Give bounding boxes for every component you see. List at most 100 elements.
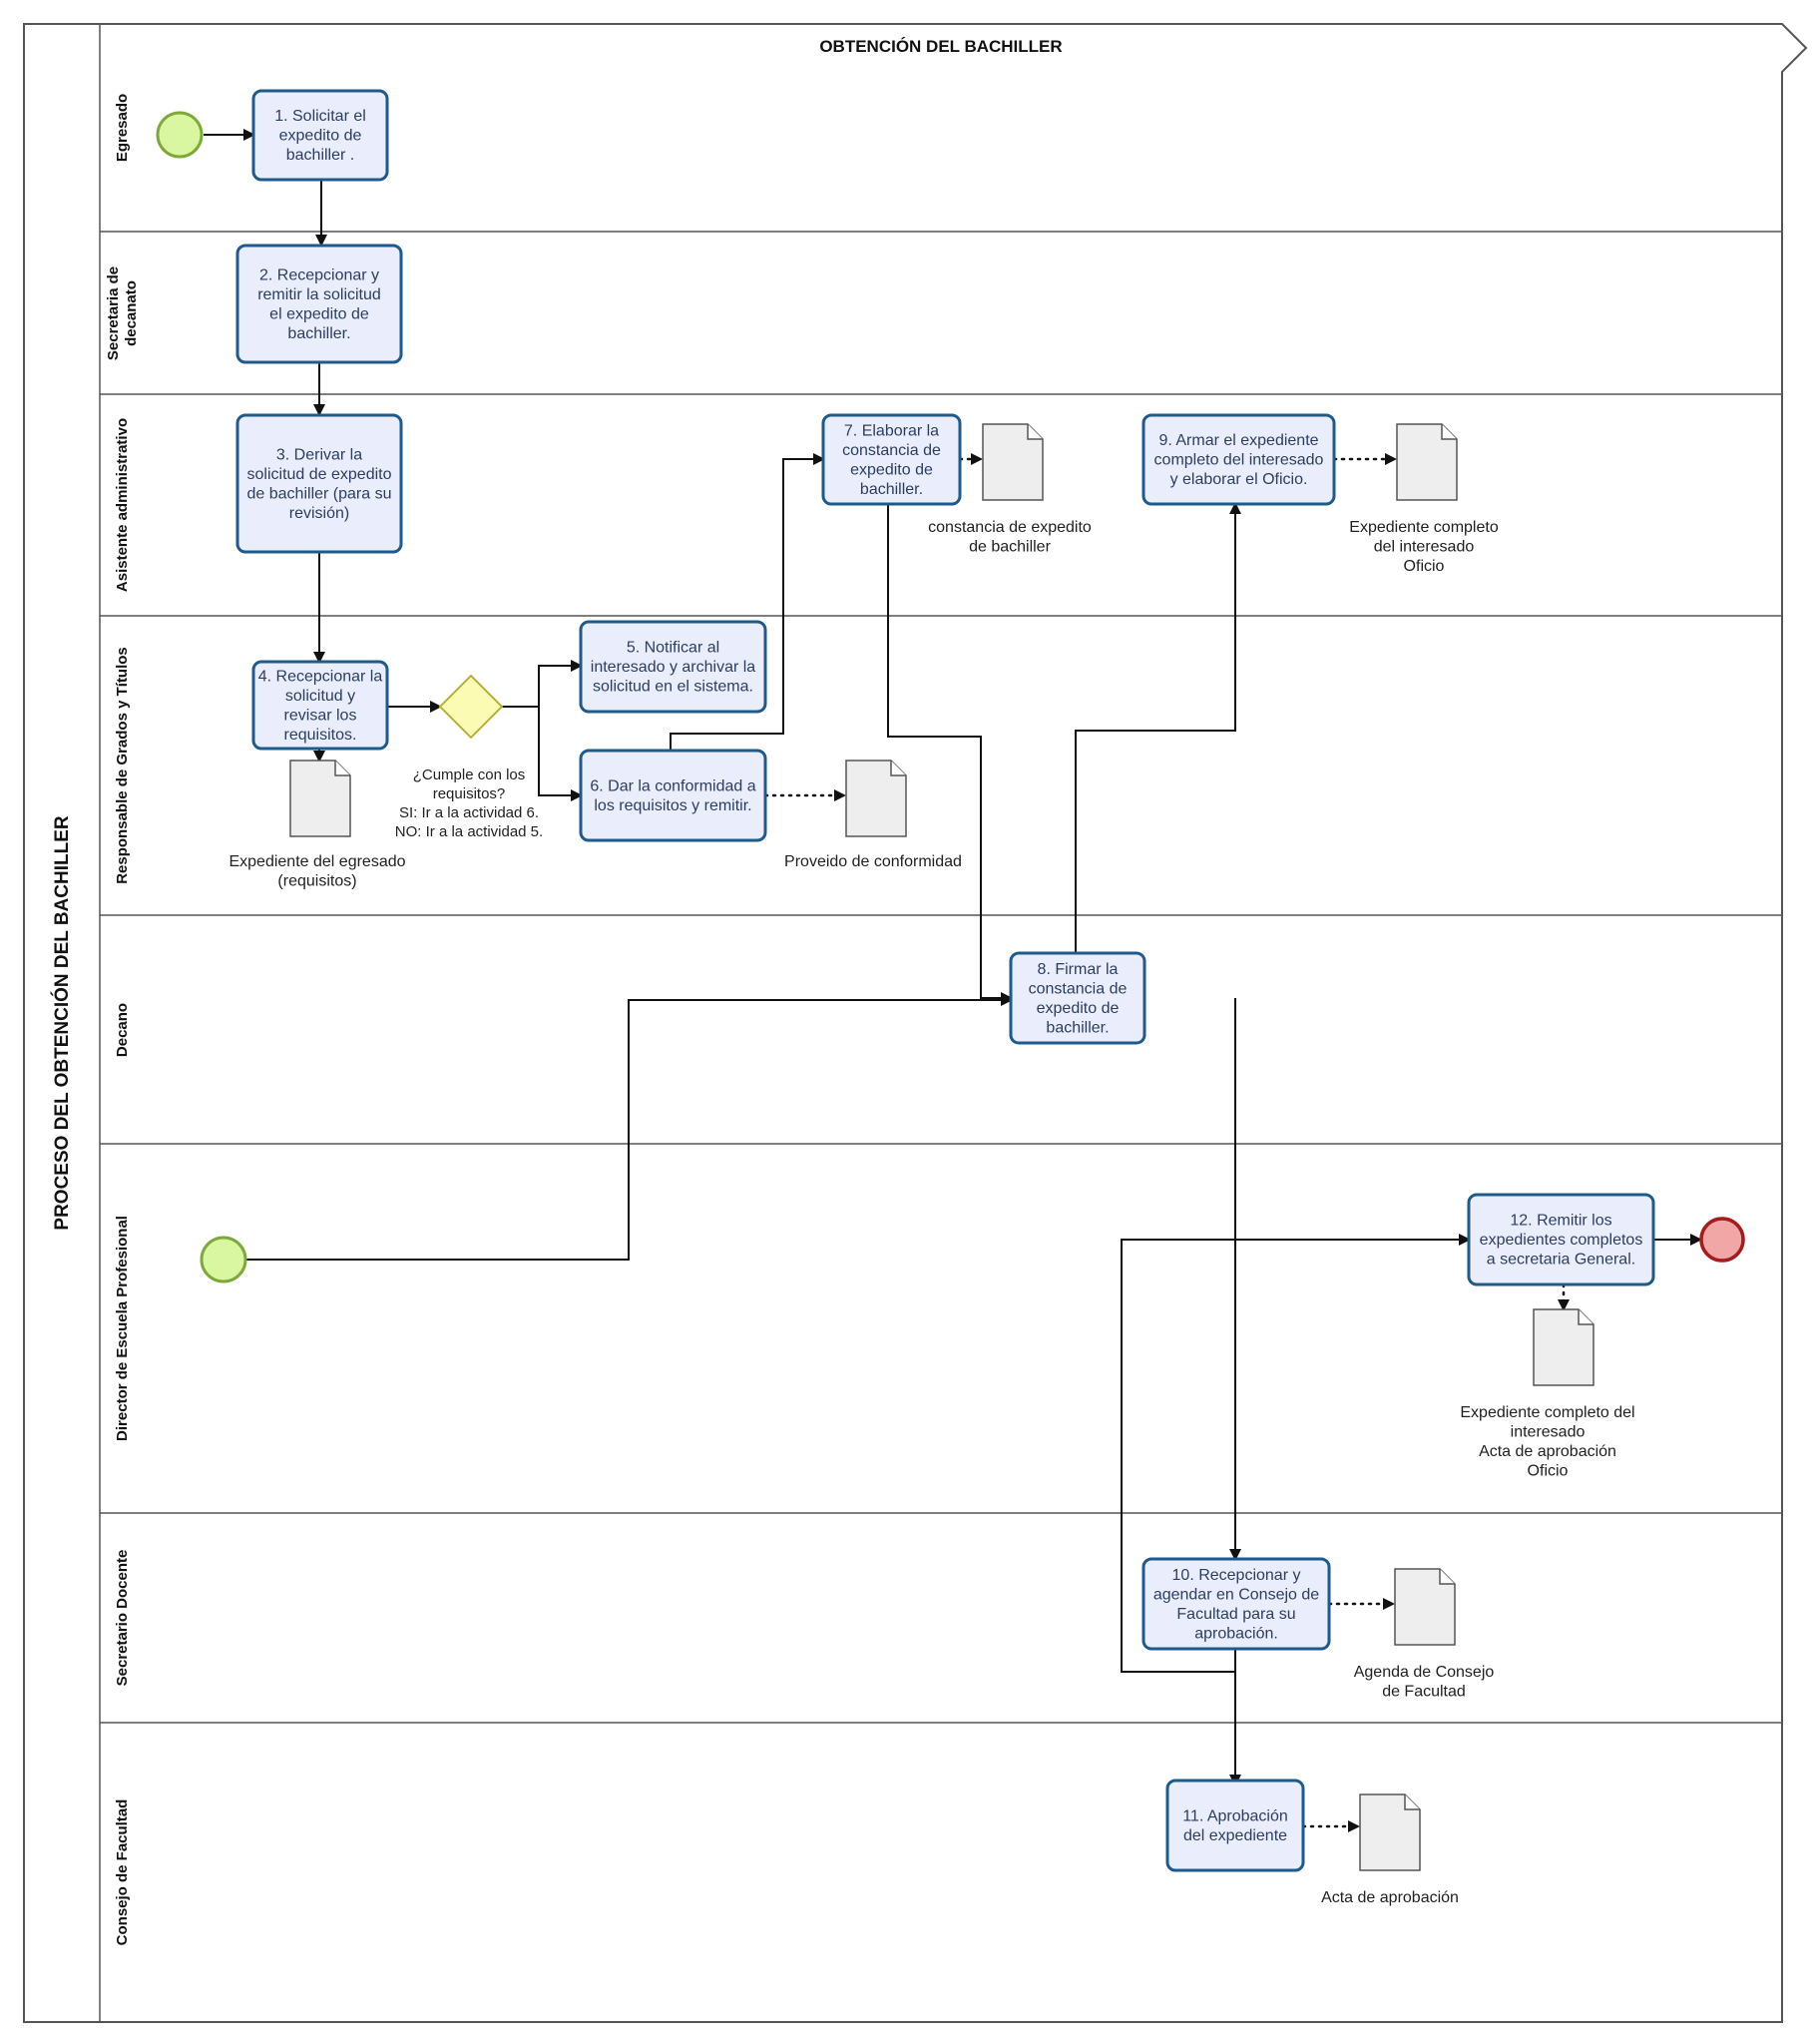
task-label: expedito de [850, 461, 933, 478]
task-label: de bachiller (para su [247, 485, 392, 502]
task-box[interactable] [1467, 1193, 1655, 1286]
flow-t7-to-t8 [887, 504, 1013, 1004]
task-label: Facultad para su [1176, 1606, 1295, 1623]
task-box[interactable] [1165, 1779, 1305, 1872]
gateway-diamond [438, 674, 504, 740]
end-event [1699, 1217, 1745, 1263]
task-label: 8. Firmar la [1038, 961, 1119, 978]
associations [313, 453, 1570, 1832]
task-label: bachiller. [287, 325, 350, 342]
task-label: solicitud en el sistema. [593, 679, 753, 696]
lane-label-secretaria: Secretaria de [105, 266, 122, 360]
task-label: solicitud de expedito [247, 466, 392, 483]
document-icon [982, 423, 1044, 501]
document-fold [1027, 424, 1043, 440]
task-box[interactable] [1009, 951, 1146, 1045]
document-fold [1439, 1569, 1455, 1585]
document-label: Acta de aprobación [1321, 1889, 1459, 1906]
start-event [156, 111, 204, 159]
document-d1: Expediente del egresado(requisitos) [228, 760, 406, 890]
document-fold [1441, 424, 1457, 440]
flow-t6-to-t7 [670, 453, 825, 751]
lane-label-director: Director de Escuela Profesional [114, 1216, 131, 1441]
document-icon [845, 760, 907, 837]
lane-label-egresado: Egresado [114, 94, 131, 162]
task-box[interactable] [235, 244, 403, 364]
task-label: 2. Recepcionar y [259, 266, 379, 283]
document-label: Expediente completo del [1460, 1404, 1634, 1421]
document-label: de Facultad [1382, 1684, 1466, 1701]
task-t10[interactable]: 10. Recepcionar y agendar en Consejo de Fa… [1141, 1557, 1331, 1651]
document-d7: Acta de aprobación [1321, 1793, 1459, 1906]
document-label: del interesado [1374, 539, 1475, 556]
diagram-title: OBTENCIÓN DEL BACHILLER [819, 37, 1062, 56]
task-label: revisión) [289, 505, 349, 522]
lane-label-consejo: Consejo de Facultad [114, 1799, 131, 1946]
pool-label: PROCESO DEL OBTENCIÓN DEL BACHILLER [51, 815, 73, 1230]
flow-gateway-to-t6 [502, 706, 583, 801]
document-fold [1404, 1794, 1420, 1810]
task-box[interactable] [251, 89, 389, 182]
task-label: 5. Notificar al [627, 640, 719, 657]
gateway-label-line: requisitos? [433, 785, 506, 802]
gateway-label-line: SI: Ir a la actividad 6. [399, 804, 539, 821]
document-fold [1578, 1309, 1593, 1325]
task-box[interactable] [1141, 1557, 1331, 1651]
document-icon [1533, 1308, 1594, 1386]
task-t11[interactable]: 11. Aprobación del expediente [1165, 1779, 1305, 1872]
document-icon [1394, 1568, 1456, 1646]
document-fold [890, 761, 906, 776]
task-t5[interactable]: 5. Notificar al interesado y archivar la s… [579, 620, 767, 714]
task-label: aprobación. [1194, 1625, 1278, 1642]
document-icon [1359, 1793, 1421, 1871]
task-label: 6. Dar la conformidad a [590, 777, 755, 794]
task-label: 3. Derivar la [276, 446, 362, 463]
document-d2: Proveido de conformidad [784, 760, 962, 870]
task-box[interactable] [235, 413, 403, 554]
document-label: Expediente completo [1349, 519, 1499, 536]
document-label: Oficio [1404, 558, 1445, 575]
gateway-label: ¿Cumple con los requisitos? SI: Ir a la ac… [395, 766, 543, 840]
documents: Expediente del egresado(requisitos) Prove… [228, 423, 1635, 1906]
task-t3[interactable]: 3. Derivar la solicitud de expedito de bac… [235, 413, 403, 554]
task-label: 11. Aprobación [1182, 1807, 1288, 1824]
task-label: constancia de [842, 442, 941, 459]
start-event-director [200, 1236, 247, 1283]
task-label: y elaborar el Oficio. [1170, 471, 1308, 488]
task-label: remitir la solicitud [257, 286, 381, 303]
task-label: del expediente [1183, 1827, 1287, 1844]
task-label: 4. Recepcionar la [258, 668, 383, 685]
task-box[interactable] [251, 660, 389, 751]
task-box[interactable] [579, 749, 767, 842]
task-t2[interactable]: 2. Recepcionar y remitir la solicitud el e… [235, 244, 403, 364]
task-label: el expedito de [269, 305, 369, 322]
flow-t8-to-t9 [1075, 502, 1241, 953]
lane-label-asistente: Asistente administrativo [114, 418, 131, 592]
task-label: 10. Recepcionar y [1172, 1567, 1301, 1584]
lane-label-responsable: Responsable de Grados y Títulos [114, 647, 131, 884]
pool-outline [23, 23, 1808, 2023]
task-label: 7. Elaborar la [844, 422, 939, 439]
task-box[interactable] [579, 620, 767, 714]
task-label: interesado y archivar la [591, 659, 756, 676]
task-box[interactable] [821, 413, 962, 506]
task-label: 1. Solicitar el [274, 108, 366, 125]
task-label: agendar en Consejo de [1153, 1586, 1319, 1603]
task-box[interactable] [1141, 413, 1336, 506]
document-icon [289, 760, 351, 837]
document-label: Acta de aprobación [1479, 1443, 1616, 1460]
gateway-label-line: ¿Cumple con los [413, 766, 526, 783]
